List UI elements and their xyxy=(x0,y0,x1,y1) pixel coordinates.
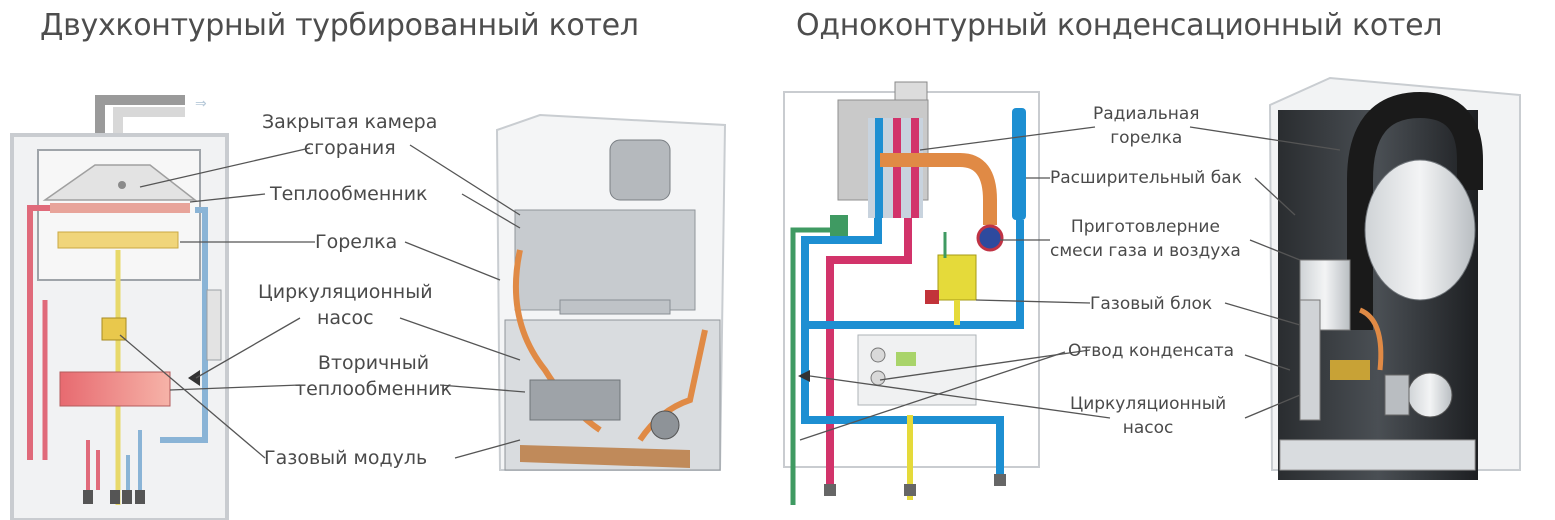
label-secondary-exchanger: Вторичный теплообменник xyxy=(295,352,452,400)
tap-yellow xyxy=(904,484,916,496)
label-circulation-pump-left: Циркуляционный насос xyxy=(258,281,433,329)
cold-line xyxy=(160,207,208,443)
condensate-line xyxy=(790,227,838,505)
label-radial-burner: Радиальная горелка xyxy=(1093,104,1200,148)
tap-blue xyxy=(994,474,1006,486)
right-cutaway-exchanger xyxy=(1364,159,1476,301)
red-pipe xyxy=(826,218,912,495)
gas-air-duct xyxy=(880,153,997,225)
expansion-tank xyxy=(1012,108,1026,220)
left-schematic: ⇒ xyxy=(10,95,229,520)
bottom-connectors xyxy=(83,490,145,504)
label-expansion-tank: Расширительный бак xyxy=(1050,168,1242,188)
heat-exchanger-block xyxy=(50,203,190,213)
hot-line xyxy=(27,205,50,460)
right-cutaway-pump xyxy=(1407,372,1453,418)
gas-valve-block xyxy=(101,317,127,341)
label-burner: Горелка xyxy=(315,231,398,253)
title-condensing: Одноконтурный конденсационный котел xyxy=(796,8,1443,43)
pump-icon xyxy=(188,370,200,386)
left-cutaway-exchanger xyxy=(529,379,621,421)
secondary-exchanger-block xyxy=(59,371,171,407)
label-gas-air-mix: Приготовлерние смеси газа и воздуха xyxy=(1050,217,1241,261)
pump-icon xyxy=(798,370,810,382)
left-cutaway-pump xyxy=(650,410,680,440)
label-gas-block: Газовый блок xyxy=(1090,294,1213,314)
control-panel xyxy=(857,334,977,406)
right-leader-lines xyxy=(799,126,1341,441)
left-leader-lines xyxy=(119,144,526,459)
right-schematic xyxy=(783,81,1040,505)
left-cutaway-fan xyxy=(609,139,671,201)
title-double-circuit: Двухконтурный турбированный котел xyxy=(40,8,639,43)
label-heat-exchanger: Теплообменник xyxy=(270,183,428,205)
gas-block xyxy=(937,254,977,301)
label-circulation-pump-right: Циркуляционный насос xyxy=(1070,394,1227,438)
left-cutaway-chamber xyxy=(514,209,696,311)
burner-block xyxy=(57,231,179,249)
fan-icon xyxy=(118,181,126,189)
label-gas-module: Газовый модуль xyxy=(264,447,428,469)
flue-arrow-icon: ⇒ xyxy=(195,96,207,112)
label-combustion-chamber: Закрытая камера сгорания xyxy=(262,111,438,159)
blue-pipe xyxy=(801,218,1004,478)
tap-red xyxy=(824,484,836,496)
fan-icon xyxy=(976,224,1004,252)
label-condensate-drain: Отвод конденсата xyxy=(1068,341,1235,361)
left-boiler-cutaway xyxy=(495,113,727,471)
right-boiler-cutaway xyxy=(1268,76,1521,480)
left-cutaway-burner xyxy=(559,299,671,315)
side-tank xyxy=(206,289,222,361)
right-cutaway-flue xyxy=(1347,91,1483,330)
